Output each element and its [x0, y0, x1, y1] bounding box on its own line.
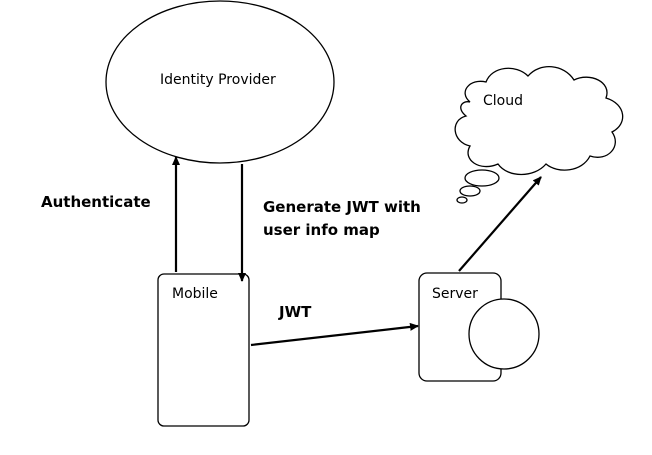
mobile-box [157, 273, 250, 427]
generate-jwt-label-line1: Generate JWT with [263, 198, 421, 216]
jwt-label: JWT [278, 303, 312, 321]
server-to-cloud-arrow [458, 176, 542, 272]
server-label: Server [432, 286, 478, 302]
generate-jwt-label-line2: user info map [263, 221, 380, 239]
server-circle [468, 298, 540, 370]
cloud-bubble-small [456, 196, 468, 204]
cloud-shape [454, 66, 624, 176]
mobile-label: Mobile [172, 286, 218, 302]
identity-provider-ellipse [105, 0, 335, 164]
authenticate-label: Authenticate [41, 193, 151, 211]
identity-provider-label: Identity Provider [160, 72, 276, 88]
identity-provider-node: Identity Provider [105, 0, 335, 164]
cloud-bubble-medium [459, 185, 481, 197]
cloud-label: Cloud [483, 93, 523, 109]
mobile-node: Mobile [157, 273, 250, 427]
cloud-node: Cloud [454, 66, 624, 204]
jwt-arrow [250, 322, 419, 347]
cloud-bubble-large [464, 169, 500, 187]
server-node: Server [418, 272, 540, 382]
